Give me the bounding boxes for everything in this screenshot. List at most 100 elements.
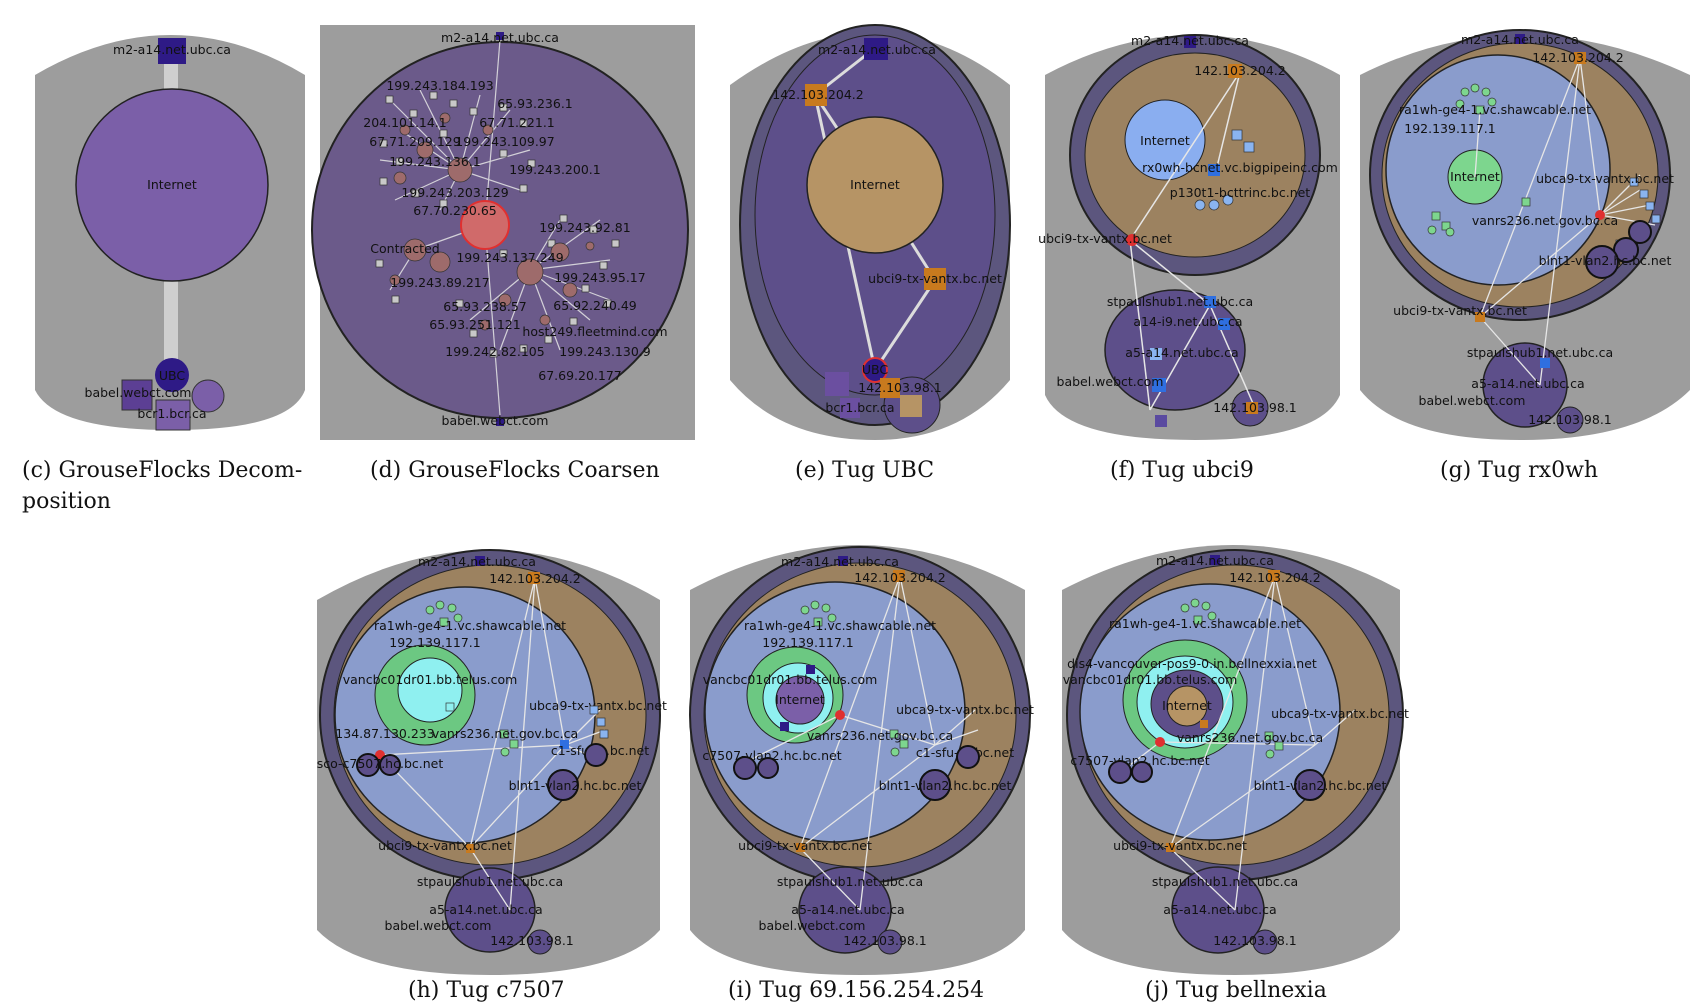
ra1-label: ra1wh-ge4-1.vc.shawcable.net — [1109, 616, 1301, 631]
vanc-label: vancbc01dr01.bb.telus.com — [703, 672, 878, 687]
sub-circle-b — [1131, 761, 1153, 783]
ubci9-label: ubci9-tx-vantx.bc.net — [738, 838, 872, 853]
caption-g-text: (g) Tug rx0wh — [1440, 458, 1599, 483]
node-label: 65.93.236.1 — [497, 96, 573, 111]
stp-node — [1204, 296, 1216, 308]
vanrs-label: vanrs236.net.gov.bc.ca — [1177, 730, 1323, 745]
node-label: 65.93.251.121 — [429, 317, 520, 332]
stp-label: stpaulshub1.net.ubc.ca — [1152, 874, 1298, 889]
stp-label: stpaulshub1.net.ubc.ca — [1107, 294, 1253, 309]
blnt-label: blnt1-vlan2.hc.bc.net — [1254, 778, 1387, 793]
sub-circle-a — [733, 756, 757, 780]
caption-c: (c) GrouseFlocks Decom- position — [22, 455, 322, 517]
panel-i-edges — [749, 575, 979, 911]
caption-f: (f) Tug ubci9 — [1110, 455, 1254, 486]
top-node — [1515, 34, 1525, 44]
red-node — [835, 710, 845, 720]
green-cluster — [1180, 598, 1284, 759]
ubci9-node — [1475, 312, 1485, 322]
ra1-label: ra1wh-ge4-1.vc.shawcable.net — [1399, 102, 1591, 117]
internet-label: Internet — [775, 692, 825, 707]
panel-i: Internet m2-a14.net.ubc.ca 142.103.204.2… — [689, 545, 1034, 975]
ip-label: 142.103.204.2 — [489, 571, 580, 586]
sub-circle — [1252, 929, 1278, 955]
bcr-label: bcr1.bcr.ca — [137, 406, 206, 421]
cluster-circles — [389, 112, 595, 331]
panel-g: Internet m2-a14.net.ubc.ca 142.103.204.2… — [1360, 29, 1690, 440]
ubci9-node — [1126, 234, 1138, 246]
node-label: 199.243.130.9 — [559, 344, 650, 359]
navy-node-2 — [780, 722, 789, 731]
sub-node — [900, 395, 922, 417]
ip-label: 142.103.204.2 — [1229, 570, 1320, 585]
node-label: 199.243.89.217 — [390, 275, 489, 290]
ip2-label: 142.103.98.1 — [1213, 400, 1297, 415]
ubci9-label: ubci9-tx-vantx.bc.net — [378, 838, 512, 853]
caption-h: (h) Tug c7507 — [408, 975, 565, 1006]
a5-label: a5-a14.net.ubc.ca — [791, 902, 904, 917]
ip-node — [528, 572, 540, 584]
sub-circle-d — [547, 769, 579, 801]
green-cluster — [800, 600, 909, 757]
ubci9-node — [466, 844, 475, 853]
top-label: m2-a14.net.ubc.ca — [113, 42, 231, 57]
blue-nodes — [1194, 129, 1255, 211]
p130-label: p130t1-bcttrinc.bc.net — [1170, 185, 1311, 200]
ip2-node — [880, 378, 900, 398]
ubc-region — [1171, 866, 1265, 954]
top-label: m2-a14.net.ubc.ca — [781, 554, 899, 569]
c7507-label: c7507-vlan2.hc.bc.net — [1070, 753, 1209, 768]
blnt-label: blnt1-vlan2.hc.bc.net — [1539, 253, 1672, 268]
internet-node — [75, 88, 269, 282]
caption-j-text: (j) Tug bellnexia — [1145, 978, 1327, 1003]
node-label: 65.92.240.49 — [553, 298, 637, 313]
bcr-node — [840, 398, 860, 418]
sub-circle — [527, 929, 553, 955]
ubca9-label: ubca9-tx-vantx.bc.net — [1271, 706, 1409, 721]
a5-label: a5-a14.net.ubc.ca — [1471, 376, 1584, 391]
sub-circle-c — [956, 745, 980, 769]
node-label: 67.71.221.1 — [479, 115, 555, 130]
ip-label: 142.103.204.2 — [772, 87, 863, 102]
green-cluster — [425, 600, 519, 757]
internet-label: Internet — [850, 177, 900, 192]
ubca9-label: ubca9-tx-vantx.bc.net — [529, 698, 667, 713]
internet-label: Internet — [1162, 698, 1212, 713]
sub-circle-d — [919, 769, 951, 801]
babel-label: babel.webct.com — [1419, 393, 1526, 408]
sub-circle-a — [1628, 220, 1652, 244]
ip2-label: 142.103.98.1 — [1528, 412, 1612, 427]
ip2-node — [1246, 402, 1258, 414]
vanc-label: vancbc01dr01.bb.telus.com — [343, 672, 518, 687]
ip-node — [893, 570, 905, 582]
sub-circle-a — [584, 743, 608, 767]
a14-label: a14-i9.net.ubc.ca — [1133, 314, 1242, 329]
blue-cluster — [589, 705, 609, 739]
purple-node — [825, 372, 849, 396]
top-label: m2-a14.net.ubc.ca — [441, 30, 559, 45]
stp-label: stpaulshub1.net.ubc.ca — [417, 874, 563, 889]
node-label: 199.242.82.105 — [445, 344, 544, 359]
vanrs-label: vanrs236.net.gov.bc.ca — [1472, 213, 1618, 228]
internet-label: Internet — [147, 177, 197, 192]
bell-label: dis4-vancouver-pos9-0.in.bellnexxia.net — [1067, 656, 1317, 671]
sub-circle-c — [379, 754, 401, 776]
red-node — [1155, 737, 1165, 747]
vanrs-label: vanrs236.net.gov.bc.ca — [432, 726, 578, 741]
ubci9-label: ubci9-tx-vantx.bc.net — [1038, 231, 1172, 246]
babel-node — [1152, 378, 1166, 392]
ubca9-label: ubca9-tx-vantx.bc.net — [1536, 171, 1674, 186]
ip2-label: 142.103.98.1 — [858, 380, 942, 395]
ubca9-node — [560, 740, 569, 749]
internet-label: Internet — [1140, 133, 1190, 148]
top-label: m2-a14.net.ubc.ca — [1131, 33, 1249, 48]
ip3-label: 192.139.117.1 — [762, 635, 853, 650]
panel-d: m2-a14.net.ubc.ca 199.243.184.193 204.10… — [311, 25, 695, 440]
ip-label: 142.103.204.2 — [854, 570, 945, 585]
panel-h-edges — [379, 577, 606, 911]
small-node — [1155, 415, 1167, 427]
panel-h: m2-a14.net.ubc.ca 142.103.204.2 ra1wh-ge… — [317, 549, 667, 975]
caption-i: (i) Tug 69.156.254.254 — [728, 975, 984, 1006]
top-node — [158, 38, 186, 64]
